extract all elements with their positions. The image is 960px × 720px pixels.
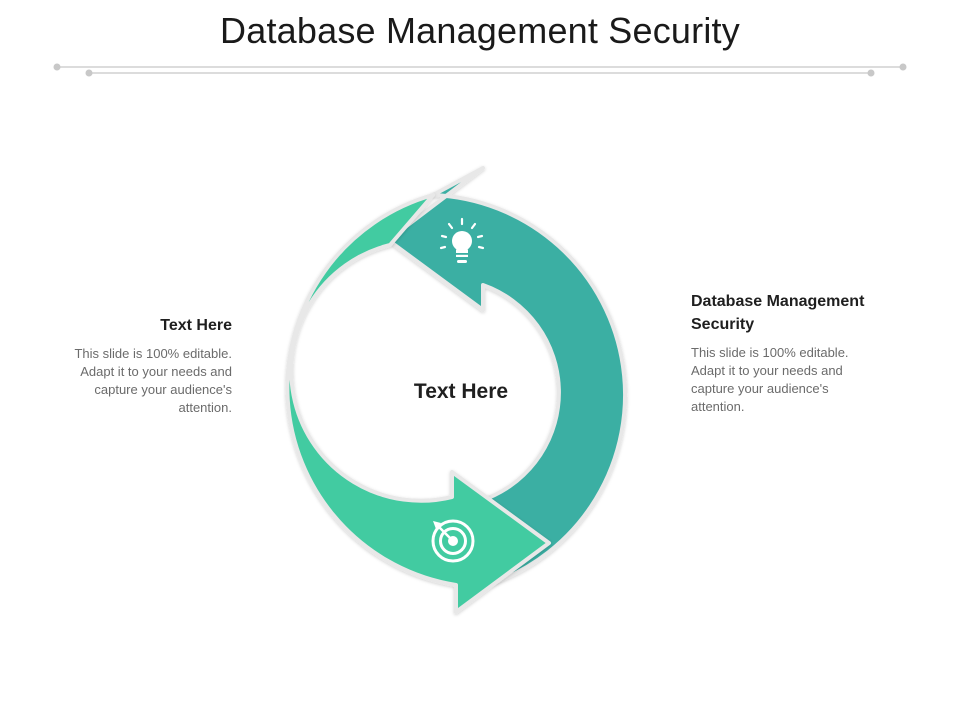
lightbulb-icon xyxy=(439,217,485,263)
right-body: This slide is 100% editable. Adapt it to… xyxy=(691,345,849,414)
left-body: This slide is 100% editable. Adapt it to… xyxy=(74,346,232,415)
target-icon xyxy=(431,519,475,563)
title-divider xyxy=(53,63,907,77)
right-heading: Database Management Security xyxy=(691,293,865,333)
left-cycle-arrow xyxy=(285,193,551,614)
center-label: Text Here xyxy=(413,380,509,403)
left-text-block: Text Here This slide is 100% editable. A… xyxy=(40,314,232,417)
slide-title: Database Management Security xyxy=(220,10,740,51)
right-text-block: Database Management Security This slide … xyxy=(691,290,921,416)
left-heading: Text Here xyxy=(160,317,232,334)
right-cycle-arrow xyxy=(386,166,627,586)
